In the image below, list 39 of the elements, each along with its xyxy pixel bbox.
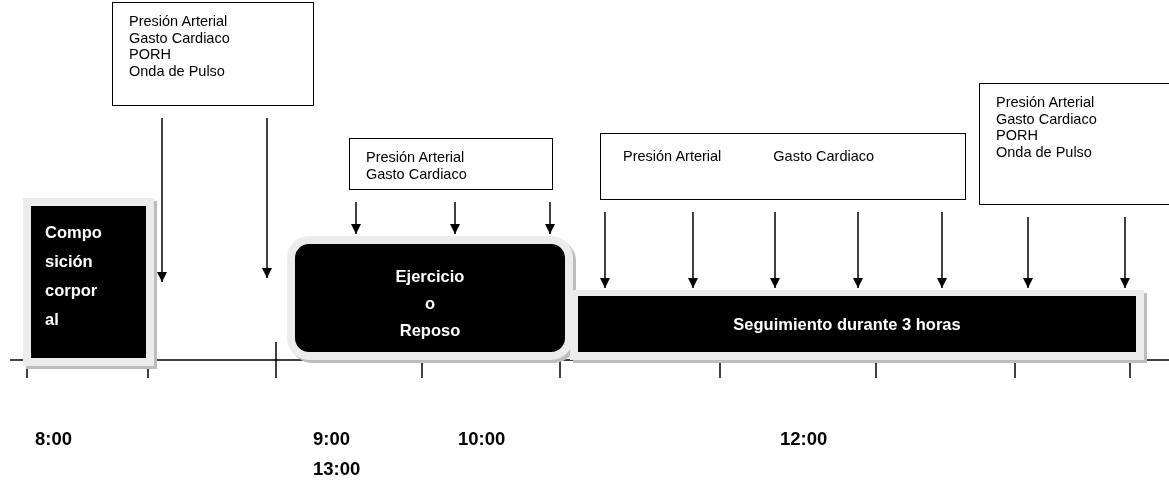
node-text: Seguimiento durante 3 horas bbox=[733, 314, 961, 334]
node-text: Presión Arterial bbox=[366, 149, 466, 166]
time-label: 9:00 bbox=[313, 428, 351, 450]
arrow bbox=[1120, 216, 1130, 289]
time-label: 10:00 bbox=[458, 428, 506, 450]
node-text: Presión Arterial bbox=[623, 148, 722, 166]
arrow bbox=[262, 117, 272, 279]
arrow bbox=[600, 211, 610, 289]
node-text: Onda de Pulso bbox=[996, 143, 1093, 160]
stage-block bbox=[23, 198, 154, 366]
node-text: Presión Arterial bbox=[996, 94, 1096, 111]
node-text: Gasto Cardiaco bbox=[773, 148, 875, 166]
arrow bbox=[545, 201, 555, 235]
arrow bbox=[688, 211, 698, 289]
arrow bbox=[1023, 216, 1033, 289]
measurement-box bbox=[979, 83, 1169, 205]
node-text: Gasto Cardiaco bbox=[129, 29, 231, 46]
measurement-box bbox=[349, 138, 553, 190]
node-text: Gasto Cardiaco bbox=[996, 110, 1098, 127]
time-label: 13:00 bbox=[313, 458, 361, 480]
node-text: Presión Arterial bbox=[129, 13, 229, 30]
node-text: PORH bbox=[129, 46, 172, 63]
time-label: 8:00 bbox=[35, 428, 73, 450]
node-text: Compo sición corpor al bbox=[45, 222, 103, 330]
arrow bbox=[351, 201, 361, 235]
measurement-box bbox=[112, 2, 314, 106]
arrow bbox=[770, 211, 780, 289]
time-label: 12:00 bbox=[780, 428, 828, 450]
node-text: Ejercicio o Reposo bbox=[394, 265, 466, 341]
arrow bbox=[937, 211, 947, 289]
measurement-box bbox=[600, 133, 966, 200]
stage-bar bbox=[570, 290, 1144, 360]
node-text: Gasto Cardiaco bbox=[366, 165, 468, 182]
arrow bbox=[853, 211, 863, 289]
arrow bbox=[157, 117, 167, 283]
stage-block bbox=[287, 236, 573, 360]
node-text: Onda de Pulso bbox=[129, 62, 226, 79]
arrow bbox=[450, 201, 460, 235]
node-text: PORH bbox=[996, 127, 1039, 144]
